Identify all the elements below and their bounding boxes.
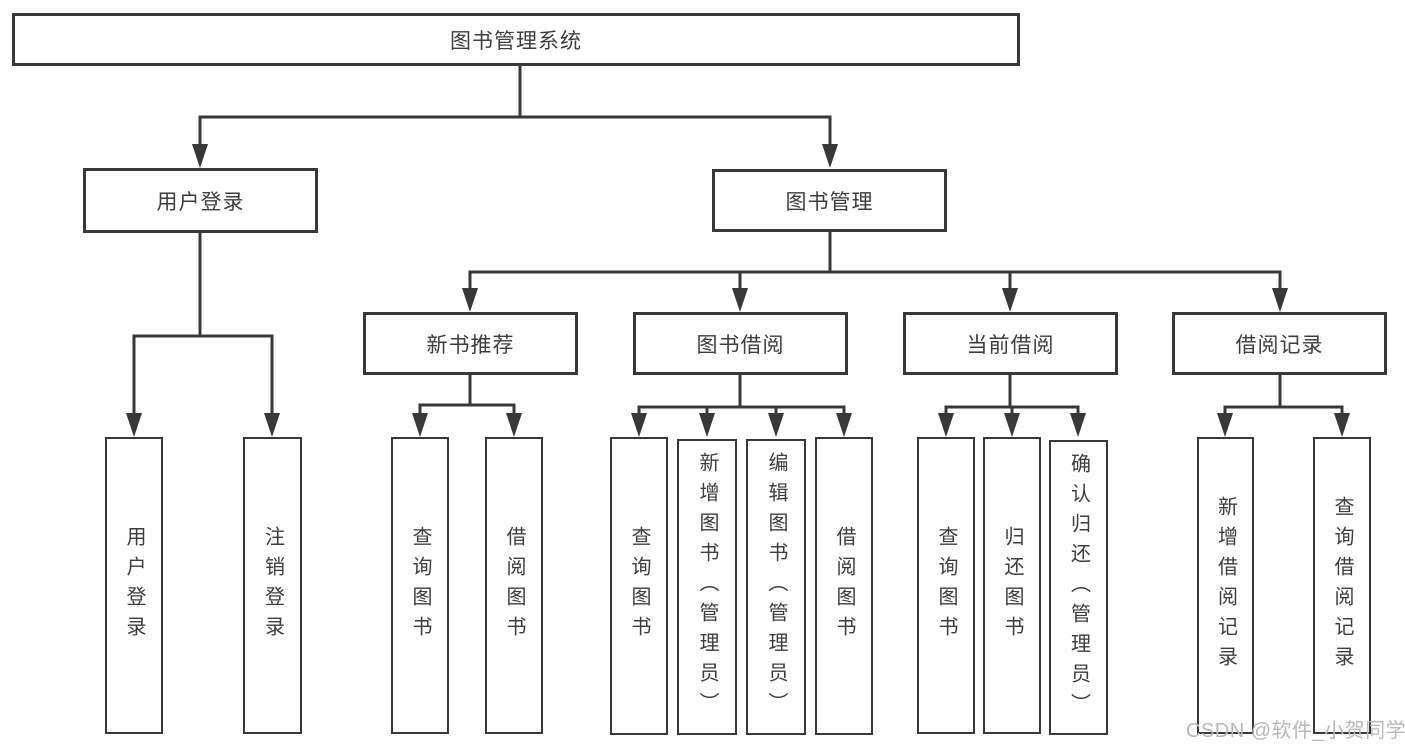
csdn-watermark: CSDN @软件_小贺同学 <box>1186 720 1405 742</box>
arrow-leaf-d1 <box>938 413 954 437</box>
node-borrow-record: 借阅记录 <box>1172 312 1387 375</box>
arrow-leaf-d2 <box>1004 413 1020 437</box>
connector-book-management <box>468 232 1282 292</box>
leaf-current-query-books: 查询图书 <box>917 437 975 734</box>
arrow-leaf-b1 <box>412 413 428 437</box>
arrow-current-borrow <box>1002 288 1018 312</box>
leaf-newbook-query-books: 查询图书 <box>391 437 449 734</box>
arrow-leaf-e1 <box>1217 413 1233 437</box>
leaf-add-borrow-record: 新增借阅记录 <box>1197 437 1254 734</box>
connector-root <box>198 66 832 148</box>
node-user-login: 用户登录 <box>83 168 318 233</box>
leaf-query-borrow-record: 查询借阅记录 <box>1313 437 1371 734</box>
connector-new-book <box>418 375 516 416</box>
connector-user-login <box>132 233 274 416</box>
leaf-borrow-books: 借阅图书 <box>815 437 873 735</box>
arrowheads <box>126 144 1350 437</box>
arrow-leaf-b2 <box>506 413 522 437</box>
connector-borrow-record <box>1223 375 1344 416</box>
node-library-management-system: 图书管理系统 <box>12 13 1020 66</box>
arrow-book-management <box>822 144 838 168</box>
arrow-leaf-c3 <box>768 413 784 437</box>
node-current-borrow: 当前借阅 <box>903 312 1118 375</box>
arrow-leaf-e2 <box>1334 413 1350 437</box>
arrow-leaf-a2 <box>264 413 280 437</box>
arrow-book-borrow <box>732 288 748 312</box>
arrow-leaf-d3 <box>1070 413 1086 437</box>
leaf-user-login: 用户登录 <box>105 437 163 734</box>
connector-book-borrow <box>637 375 846 416</box>
leaf-return-books: 归还图书 <box>983 437 1041 734</box>
arrow-leaf-c1 <box>631 413 647 437</box>
arrow-leaf-c2 <box>699 413 715 437</box>
arrow-borrow-record <box>1272 288 1288 312</box>
connector-current-borrow <box>944 375 1080 416</box>
leaf-add-books-admin: 新增图书（管理员） <box>677 439 737 735</box>
node-book-borrow: 图书借阅 <box>633 312 848 375</box>
leaf-confirm-return-admin: 确认归还（管理员） <box>1049 440 1108 735</box>
node-new-book-recommend: 新书推荐 <box>363 312 578 375</box>
arrow-user-login <box>192 144 208 168</box>
arrow-leaf-a1 <box>126 413 142 437</box>
arrow-new-book <box>462 288 478 312</box>
leaf-logout: 注销登录 <box>243 437 302 734</box>
leaf-borrow-query-books: 查询图书 <box>610 437 668 735</box>
arrow-leaf-c4 <box>836 413 852 437</box>
leaf-newbook-borrow-books: 借阅图书 <box>485 437 543 734</box>
node-book-management: 图书管理 <box>712 169 947 232</box>
leaf-edit-books-admin: 编辑图书（管理员） <box>746 439 806 735</box>
